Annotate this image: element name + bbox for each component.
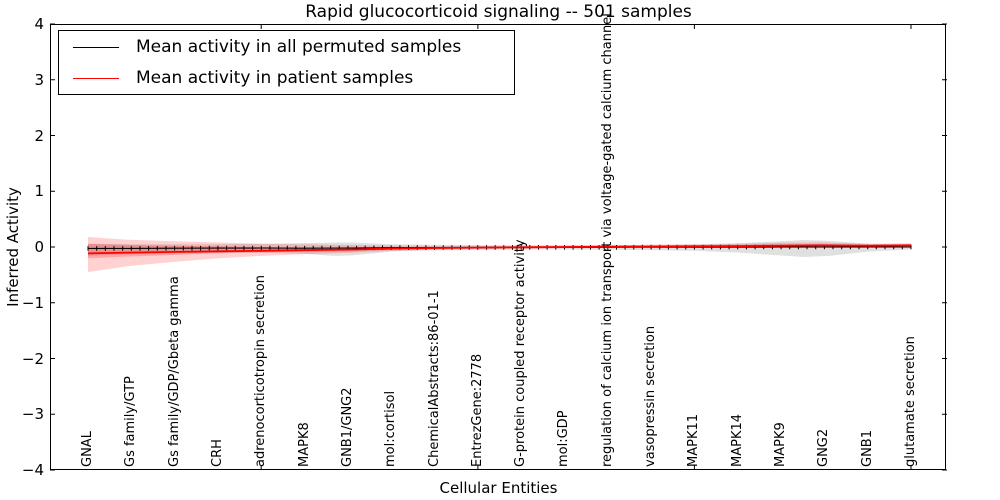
x-tick-label: G-protein coupled receptor activity	[513, 239, 529, 467]
legend-line-sample-red	[73, 77, 119, 79]
x-tick-label: regulation of calcium ion transport via …	[599, 13, 615, 467]
y-tick-label: −3	[21, 405, 44, 424]
x-tick-label: GNAL	[80, 431, 95, 467]
y-tick-label: 3	[34, 70, 44, 89]
y-tick-label: 4	[34, 15, 44, 33]
axis-tick-marks	[50, 23, 947, 471]
chart-title: Rapid glucocorticoid signaling -- 501 sa…	[305, 2, 692, 22]
legend-box: Mean activity in all permuted samples Me…	[58, 30, 515, 95]
legend-entry-patient: Mean activity in patient samples	[59, 63, 514, 93]
legend-line-sample-black	[73, 46, 119, 48]
y-tick-label: 0	[34, 238, 44, 256]
x-tick-label: GNB1/GNG2	[339, 387, 355, 467]
x-tick-label: adrenocorticotropin secretion	[253, 275, 269, 467]
x-tick-label: GNG2	[816, 428, 832, 467]
legend-label-patient: Mean activity in patient samples	[136, 68, 414, 88]
x-tick-label: vasopressin secretion	[643, 325, 659, 467]
x-tick-label: MAPK14	[729, 413, 745, 467]
x-tick-label: Gs family/GDP/Gbeta gamma	[166, 276, 182, 467]
patient-mean-line	[87, 244, 912, 255]
y-tick-label: −4	[21, 461, 44, 479]
x-tick-label: MAPK9	[773, 422, 789, 467]
band-permuted-samples-range	[88, 240, 911, 257]
legend-entry-permuted: Mean activity in all permuted samples	[59, 32, 514, 62]
x-tick-label: MAPK8	[296, 422, 312, 467]
x-tick-label: CRH	[209, 439, 225, 467]
x-axis-label: Cellular Entities	[439, 479, 558, 497]
x-tick-label: Gs family/GTP	[123, 376, 139, 467]
y-tick-label: 2	[34, 126, 44, 145]
x-tick-label: glutamate secretion	[903, 336, 918, 467]
x-tick-label: mol:GDP	[556, 410, 572, 467]
x-tick-label: ChemicalAbstracts:86-01-1	[426, 290, 442, 467]
y-tick-label: −1	[21, 293, 44, 312]
x-tick-label: GNB1	[859, 430, 875, 467]
x-tick-label: MAPK11	[686, 413, 702, 467]
x-tick-label: EntrezGene:2778	[469, 353, 485, 467]
x-tick-label: mol:cortisol	[383, 390, 399, 467]
legend-label-permuted: Mean activity in all permuted samples	[136, 37, 462, 57]
y-tick-label: 1	[34, 182, 44, 201]
y-tick-label: −2	[21, 349, 44, 368]
